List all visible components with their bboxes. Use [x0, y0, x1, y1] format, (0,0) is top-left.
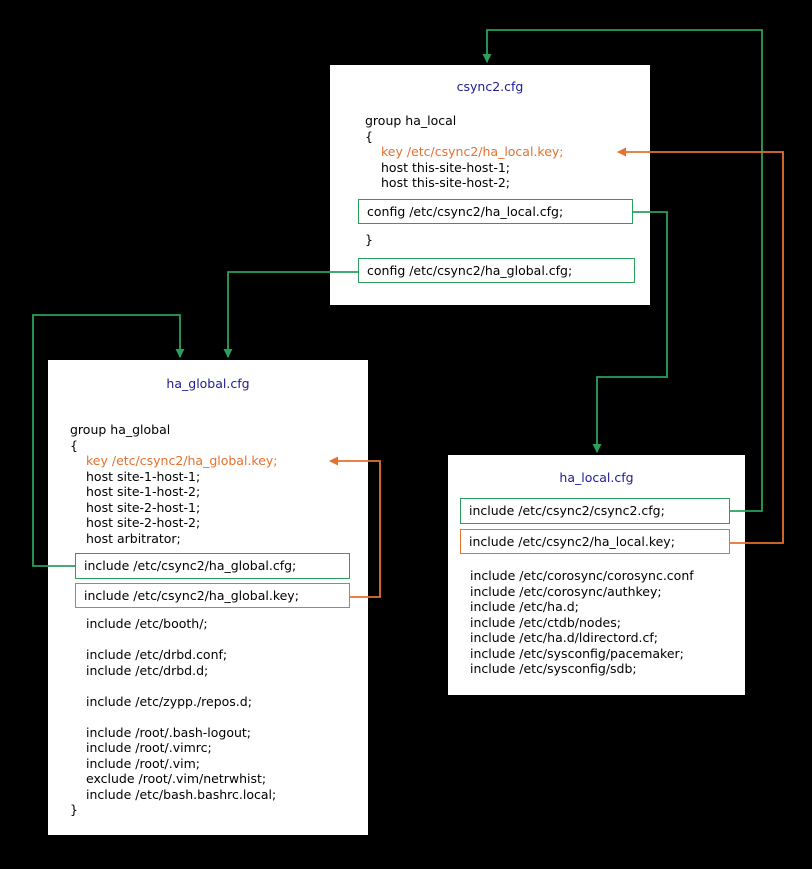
code-line-include: include /etc/ctdb/nodes; [470, 614, 621, 630]
code-line-include: include /etc/bash.bashrc.local; [86, 786, 277, 802]
code-line-exclude: exclude /root/.vim/netrwhist; [86, 771, 267, 786]
code-line-brace-open: { [365, 128, 373, 144]
code-line-include: include /root/.bash-logout; [86, 724, 251, 740]
ha-global-cfg-content: group ha_global { key /etc/csync2/ha_glo… [70, 422, 360, 818]
include-ha-global-cfg-tag: include /etc/csync2/ha_global.cfg; [75, 553, 350, 579]
blank-line [70, 709, 360, 725]
code-line-include: include /etc/zypp./repos.d; [86, 693, 252, 709]
ha-global-cfg-title: ha_global.cfg [166, 376, 250, 391]
csync2-cfg-title: csync2.cfg [456, 79, 524, 94]
blank-line [70, 678, 360, 694]
code-line-brace-close: } [365, 232, 373, 247]
code-line-host: host this-site-host-2; [381, 175, 511, 190]
code-line-host: host arbitrator; [86, 530, 181, 546]
code-line-include: include /etc/drbd.d; [86, 662, 209, 678]
code-line-group: group ha_global [70, 422, 171, 437]
csync2-cfg-content: group ha_local { key /etc/csync2/ha_loca… [358, 113, 645, 283]
code-line-include: include /etc/booth/; [86, 616, 208, 631]
code-line-host: host site-1-host-1; [86, 468, 201, 484]
code-line-brace-close: } [70, 802, 78, 817]
code-line-host: host site-2-host-1; [86, 499, 201, 515]
ha-local-cfg-content: include /etc/csync2/csync2.cfg; include … [460, 498, 740, 677]
config-ha-local-tag: config /etc/csync2/ha_local.cfg; [358, 198, 633, 224]
ha-local-cfg-file-box: ha_local.cfg include /etc/csync2/csync2.… [448, 455, 745, 695]
code-line-include: include /etc/sysconfig/sdb; [470, 661, 637, 676]
code-line-include: include /etc/ha.d/ldirectord.cf; [470, 630, 659, 645]
include-csync2-cfg-tag: include /etc/csync2/csync2.cfg; [460, 498, 730, 524]
code-line-include: include /root/.vimrc; [86, 740, 212, 755]
include-ha-global-key-tag: include /etc/csync2/ha_global.key; [75, 582, 350, 608]
code-line-include: include /etc/sysconfig/pacemaker; [470, 645, 684, 661]
code-line-host: host this-site-host-1; [381, 159, 511, 175]
ha-local-cfg-title: ha_local.cfg [559, 470, 634, 485]
code-line-key: key /etc/csync2/ha_global.key; [86, 453, 278, 468]
code-line-host: host site-2-host-2; [86, 515, 201, 530]
code-line-include: include /etc/ha.d; [470, 599, 579, 614]
ha-global-cfg-file-box: ha_global.cfg group ha_global { key /etc… [48, 360, 368, 835]
code-line-group: group ha_local [365, 113, 457, 128]
blank-line [470, 554, 740, 568]
code-line-include: include /etc/corosync/authkey; [470, 583, 662, 599]
config-ha-global-tag: config /etc/csync2/ha_global.cfg; [358, 257, 635, 283]
include-ha-local-key-tag: include /etc/csync2/ha_local.key; [460, 528, 730, 554]
code-line-brace-open: { [70, 437, 78, 453]
code-line-key: key /etc/csync2/ha_local.key; [381, 144, 564, 159]
code-line-include: include /etc/corosync/corosync.conf [470, 568, 694, 583]
blank-line [70, 632, 360, 648]
csync2-cfg-file-box: csync2.cfg group ha_local { key /etc/csy… [330, 65, 650, 305]
code-line-include: include /root/.vim; [86, 755, 200, 771]
code-line-host: host site-1-host-2; [86, 484, 201, 499]
code-line-include: include /etc/drbd.conf; [86, 647, 228, 662]
